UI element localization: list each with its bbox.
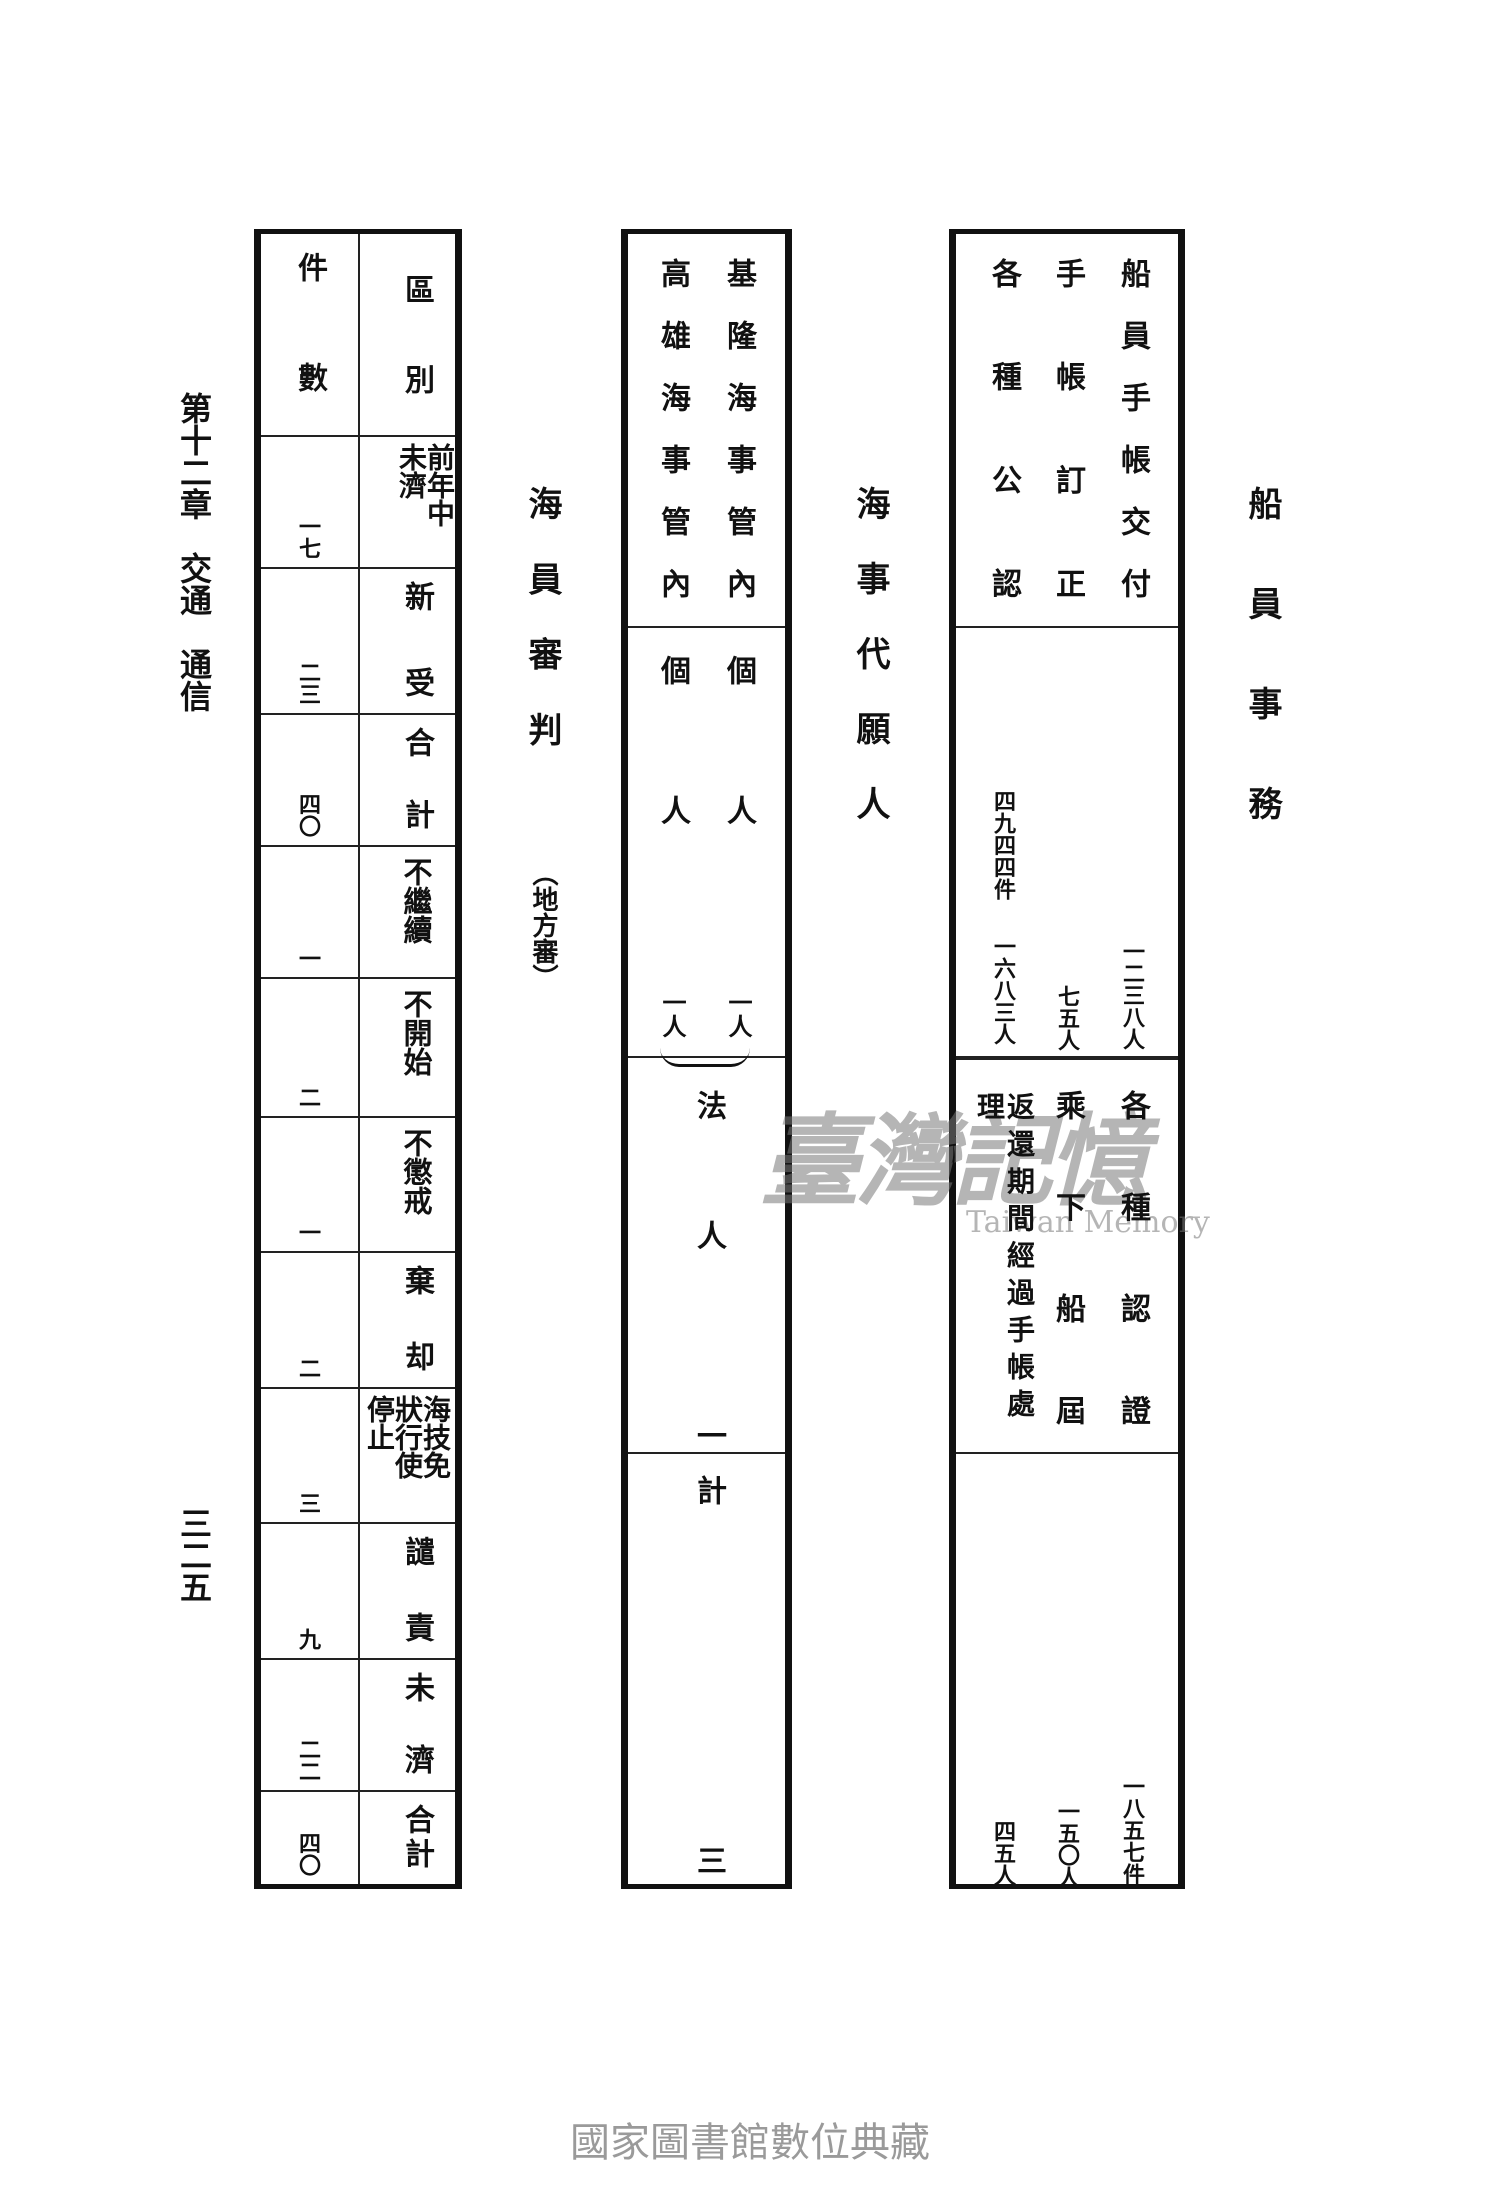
seamen-item-value: 七五人 <box>1054 985 1080 1051</box>
agent-total-label: 計 <box>691 1475 726 1505</box>
tribunal-row-count: 一 <box>295 947 321 969</box>
marine-tribunal-table: 區別件數前年中未濟一七新受二三合計四〇不繼續一不開始二不懲戒一棄却二海技免狀行使… <box>254 229 462 1889</box>
seamen-item-value: 四九四四件 <box>990 790 1016 900</box>
tribunal-row-count: 四〇 <box>295 1832 321 1876</box>
seamen-item-label: 乘下船屆 <box>1050 1090 1085 1425</box>
seamen-item-value: 一六八三人 <box>990 935 1016 1045</box>
row-divider <box>261 845 455 847</box>
tribunal-row-category: 前年中未濟 <box>395 443 456 527</box>
agent-total-count: 三 <box>691 1845 726 1875</box>
row-divider <box>628 1452 785 1454</box>
tribunal-row-count: 一七 <box>295 515 321 559</box>
seamen-item-value: 一五〇人 <box>1054 1800 1080 1888</box>
section-title-marine-tribunal: 海員審判 <box>522 486 562 746</box>
row-divider <box>956 626 1178 628</box>
tribunal-row-count: 二 <box>295 1357 321 1379</box>
row-divider <box>261 977 455 979</box>
tribunal-row-category: 棄却 <box>399 1265 434 1371</box>
tribunal-row-category: 新受 <box>399 581 434 697</box>
row-divider <box>261 435 455 437</box>
seamen-item-value: 一八五七件 <box>1119 1775 1145 1885</box>
seamen-affairs-table <box>949 229 1185 1889</box>
tribunal-row-category: 不開始 <box>399 989 433 1076</box>
row-divider <box>261 1116 455 1118</box>
tribunal-row-category: 譴責 <box>399 1536 434 1642</box>
agent-type-label: 個人 <box>721 655 756 825</box>
row-divider <box>261 1522 455 1524</box>
tribunal-row-category: 合計 <box>399 727 434 829</box>
row-divider <box>261 713 455 715</box>
tribunal-row-count: 一 <box>295 1221 321 1243</box>
seamen-item-value: 一二三八人 <box>1119 940 1145 1050</box>
seamen-item-label: 各種公認 <box>986 258 1021 598</box>
tribunal-row-count: 三 <box>295 1492 321 1514</box>
agent-corporate-count: 一 <box>691 1420 726 1450</box>
agent-count: 一人 <box>658 990 687 1038</box>
tribunal-row-count: 二 <box>295 1086 321 1108</box>
seamen-item-label: 返還期間經過手帳處 <box>1003 1092 1036 1417</box>
row-divider <box>628 626 785 628</box>
page-number: 三二五 <box>175 1507 213 1603</box>
section-title-maritime-agents: 海事代願人 <box>850 486 890 820</box>
tribunal-row-category: 不懲戒 <box>399 1128 433 1215</box>
tribunal-row-category: 合計 <box>399 1804 434 1868</box>
agent-corporate-label: 法人 <box>691 1090 726 1250</box>
brace-mark <box>660 1048 750 1067</box>
tribunal-row-count: 四〇 <box>295 793 321 837</box>
tribunal-header-count: 件數 <box>292 252 327 392</box>
column-divider <box>358 234 360 1884</box>
seamen-item-label: 各種認證 <box>1115 1090 1150 1425</box>
section-title-seamen-affairs: 船員事務 <box>1242 486 1282 820</box>
row-divider <box>261 1790 455 1792</box>
row-divider <box>261 1251 455 1253</box>
row-divider <box>956 1452 1178 1454</box>
chapter-label: 第十二章 交通 通信 <box>175 392 213 712</box>
seamen-item-label: 船員手帳交付 <box>1115 258 1150 598</box>
tribunal-row-count: 二二 <box>295 1738 321 1782</box>
row-divider <box>261 1658 455 1660</box>
seamen-item-label: 手帳訂正 <box>1050 258 1085 598</box>
section-subtitle-marine-tribunal: （地方審） <box>528 860 558 990</box>
footer-watermark: 國家圖書館數位典藏 <box>570 2120 930 2166</box>
row-divider <box>261 1387 455 1389</box>
row-divider <box>261 567 455 569</box>
agent-region-label: 高雄海事管內 <box>655 258 690 598</box>
agent-count: 一人 <box>724 990 753 1038</box>
tribunal-row-category: 未濟 <box>399 1672 434 1774</box>
seamen-item-value: 四五人 <box>990 1820 1016 1886</box>
agent-region-label: 基隆海事管內 <box>721 258 756 598</box>
tribunal-row-count: 二三 <box>295 661 321 705</box>
seamen-item-label: 理 <box>973 1092 1006 1120</box>
row-divider <box>956 1056 1178 1060</box>
agent-type-label: 個人 <box>655 655 690 825</box>
tribunal-row-category: 不繼續 <box>399 857 433 944</box>
tribunal-header-category: 區別 <box>399 274 434 394</box>
tribunal-row-count: 九 <box>295 1628 321 1650</box>
tribunal-row-category: 海技免狀行使停止 <box>363 1395 452 1479</box>
